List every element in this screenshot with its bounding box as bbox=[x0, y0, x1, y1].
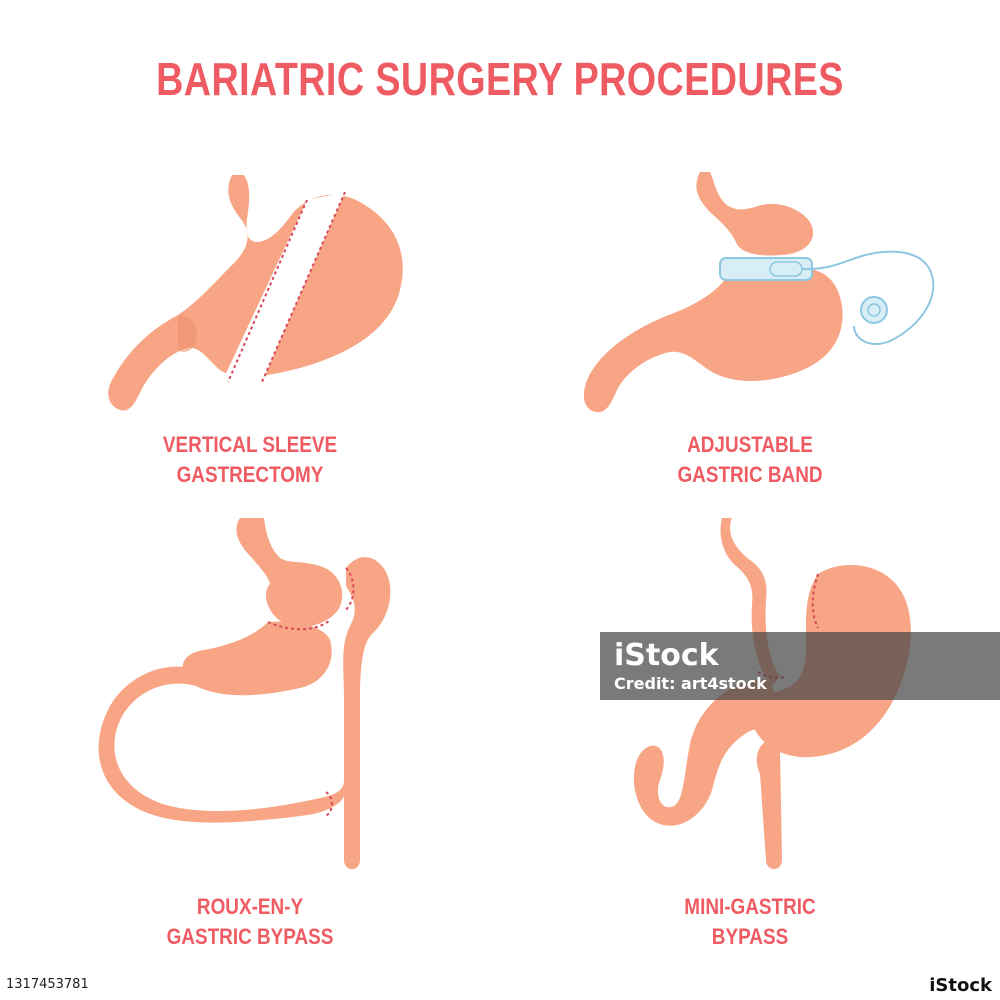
footer-brand-logo: iStock bbox=[929, 975, 992, 996]
image-id: 1317453781 bbox=[6, 977, 89, 992]
mini-gastric-bypass-illustration bbox=[633, 518, 911, 869]
panel-sleeve-gastrectomy: VERTICAL SLEEVE GASTRECTOMY bbox=[0, 130, 500, 630]
label-line-2: BYPASS bbox=[711, 924, 789, 949]
gastric-band-illustration bbox=[583, 172, 935, 413]
label-line-2: GASTRIC BYPASS bbox=[166, 924, 334, 949]
label-line-1: MINI-GASTRIC bbox=[684, 894, 816, 919]
footer: 1317453781 iStock bbox=[0, 973, 1000, 1000]
roux-en-y-illustration bbox=[98, 518, 391, 869]
label-line-1: ADJUSTABLE bbox=[687, 432, 813, 457]
label-roux-en-y: ROUX-EN-Y GASTRIC BYPASS bbox=[35, 892, 465, 952]
panel-mini-gastric-bypass: MINI-GASTRIC BYPASS bbox=[500, 500, 1000, 1000]
label-line-1: VERTICAL SLEEVE bbox=[162, 432, 338, 457]
label-sleeve-gastrectomy: VERTICAL SLEEVE GASTRECTOMY bbox=[35, 430, 465, 490]
label-line-1: ROUX-EN-Y bbox=[196, 894, 304, 919]
watermark-credit: Credit: art4stock bbox=[614, 674, 767, 693]
label-line-2: GASTRECTOMY bbox=[176, 462, 324, 487]
label-line-2: GASTRIC BAND bbox=[677, 462, 823, 487]
label-gastric-band: ADJUSTABLE GASTRIC BAND bbox=[535, 430, 965, 490]
panel-roux-en-y: ROUX-EN-Y GASTRIC BYPASS bbox=[0, 500, 500, 1000]
page-title: BARIATRIC SURGERY PROCEDURES bbox=[156, 53, 844, 105]
watermark: iStock Credit: art4stock bbox=[600, 632, 1000, 700]
panel-gastric-band: ADJUSTABLE GASTRIC BAND bbox=[500, 130, 1000, 630]
watermark-logo: iStock bbox=[614, 638, 719, 673]
label-mini-gastric-bypass: MINI-GASTRIC BYPASS bbox=[535, 892, 965, 952]
sleeve-gastrectomy-illustration bbox=[108, 175, 403, 411]
